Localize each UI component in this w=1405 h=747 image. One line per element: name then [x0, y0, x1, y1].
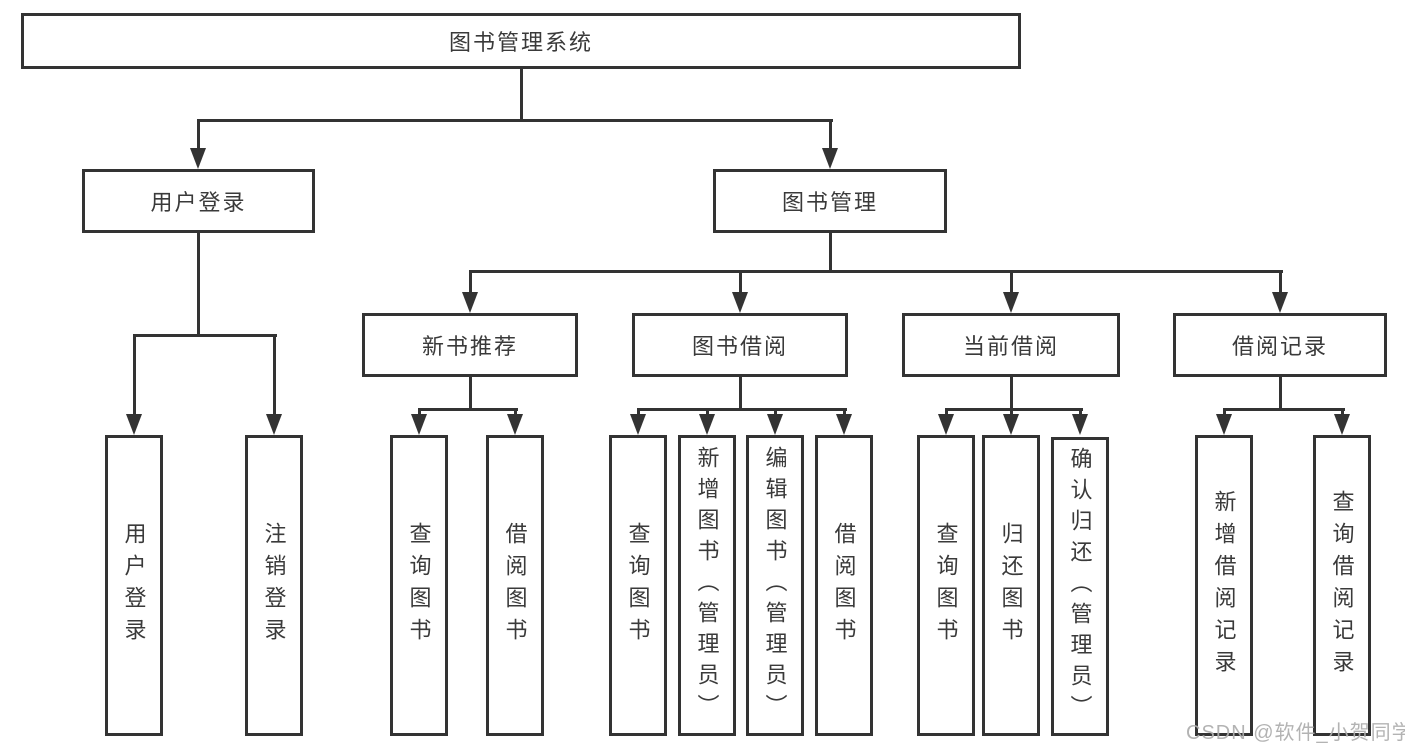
arrowhead-icon	[938, 414, 954, 435]
node-current-borrow-label: 当前借阅	[962, 334, 1059, 359]
leaf-add-borrow-record-label: 新增借阅记录	[1211, 489, 1237, 682]
arrowhead-icon	[767, 414, 783, 435]
leaf-confirm-return-admin-label: 确认归还（管理员）	[1067, 447, 1093, 726]
arrowhead-icon	[411, 414, 427, 435]
arrowhead-icon	[190, 148, 206, 169]
arrowhead-icon	[1334, 414, 1350, 435]
leaf-edit-books-admin: 编辑图书（管理员）	[746, 435, 804, 736]
connector	[1279, 270, 1282, 294]
connector	[1079, 408, 1082, 418]
arrowhead-icon	[126, 414, 142, 435]
arrowhead-icon	[630, 414, 646, 435]
arrowhead-icon	[266, 414, 282, 435]
leaf-logout-label: 注销登录	[261, 521, 287, 650]
leaf-query-borrow-record-label: 查询借阅记录	[1329, 489, 1355, 682]
arrowhead-icon	[1072, 414, 1088, 435]
leaf-add-books-admin-label: 新增图书（管理员）	[694, 446, 720, 725]
node-new-book-recommend: 新书推荐	[362, 313, 578, 377]
leaf-borrow-query-books: 查询图书	[609, 435, 667, 736]
connector	[637, 408, 640, 418]
connector	[469, 270, 472, 294]
arrowhead-icon	[699, 414, 715, 435]
leaf-logout: 注销登录	[245, 435, 303, 736]
node-user-login-label: 用户登录	[150, 190, 247, 215]
connector	[739, 270, 742, 294]
connector	[739, 377, 742, 410]
arrowhead-icon	[732, 292, 748, 313]
arrowhead-icon	[462, 292, 478, 313]
leaf-user-login: 用户登录	[105, 435, 163, 736]
connector	[197, 119, 833, 122]
node-book-borrow-label: 图书借阅	[691, 334, 788, 359]
connector	[197, 233, 200, 336]
leaf-recommend-borrow-books-label: 借阅图书	[502, 521, 528, 650]
connector	[1010, 408, 1013, 418]
leaf-recommend-query-books-label: 查询图书	[406, 521, 432, 650]
arrowhead-icon	[1003, 414, 1019, 435]
node-book-management-label: 图书管理	[781, 190, 878, 215]
arrowhead-icon	[507, 414, 523, 435]
leaf-borrow-books-label: 借阅图书	[831, 521, 857, 650]
connector	[469, 377, 472, 410]
arrowhead-icon	[822, 148, 838, 169]
connector	[1279, 377, 1282, 410]
connector	[418, 408, 421, 418]
leaf-add-books-admin: 新增图书（管理员）	[678, 435, 736, 736]
node-borrow-records: 借阅记录	[1173, 313, 1387, 377]
connector	[843, 408, 846, 418]
node-root: 图书管理系统	[21, 13, 1021, 69]
leaf-confirm-return-admin: 确认归还（管理员）	[1051, 437, 1109, 736]
leaf-recommend-borrow-books: 借阅图书	[486, 435, 544, 736]
leaf-borrow-books: 借阅图书	[815, 435, 873, 736]
node-book-borrow: 图书借阅	[632, 313, 848, 377]
connector	[1223, 408, 1226, 418]
connector	[514, 408, 517, 418]
arrowhead-icon	[1272, 292, 1288, 313]
leaf-current-query-books: 查询图书	[917, 435, 975, 736]
connector	[520, 68, 523, 120]
connector	[133, 334, 277, 337]
arrowhead-icon	[1216, 414, 1232, 435]
leaf-recommend-query-books: 查询图书	[390, 435, 448, 736]
node-book-management: 图书管理	[713, 169, 947, 233]
connector	[829, 233, 832, 272]
connector	[1010, 270, 1013, 294]
connector	[197, 119, 200, 153]
node-new-book-recommend-label: 新书推荐	[421, 334, 518, 359]
csdn-watermark: CSDN @软件_小贺同学	[1186, 722, 1405, 744]
connector	[706, 408, 709, 418]
connector	[469, 270, 1283, 273]
connector	[1010, 377, 1013, 410]
connector	[133, 334, 136, 418]
node-current-borrow: 当前借阅	[902, 313, 1120, 377]
connector	[1341, 408, 1344, 418]
leaf-return-books: 归还图书	[982, 435, 1040, 736]
connector	[945, 408, 1083, 411]
arrowhead-icon	[836, 414, 852, 435]
connector	[273, 334, 276, 418]
leaf-borrow-query-books-label: 查询图书	[625, 521, 651, 650]
connector	[829, 119, 832, 153]
leaf-return-books-label: 归还图书	[998, 521, 1024, 650]
leaf-current-query-books-label: 查询图书	[933, 521, 959, 650]
connector	[418, 408, 518, 411]
leaf-edit-books-admin-label: 编辑图书（管理员）	[762, 446, 788, 725]
connector	[945, 408, 948, 418]
connector	[774, 408, 777, 418]
node-borrow-records-label: 借阅记录	[1231, 334, 1328, 359]
leaf-add-borrow-record: 新增借阅记录	[1195, 435, 1253, 736]
node-user-login: 用户登录	[82, 169, 315, 233]
leaf-query-borrow-record: 查询借阅记录	[1313, 435, 1371, 736]
connector	[1223, 408, 1345, 411]
leaf-user-login-label: 用户登录	[121, 521, 147, 650]
connector	[637, 408, 847, 411]
arrowhead-icon	[1003, 292, 1019, 313]
node-root-label: 图书管理系统	[448, 30, 593, 55]
